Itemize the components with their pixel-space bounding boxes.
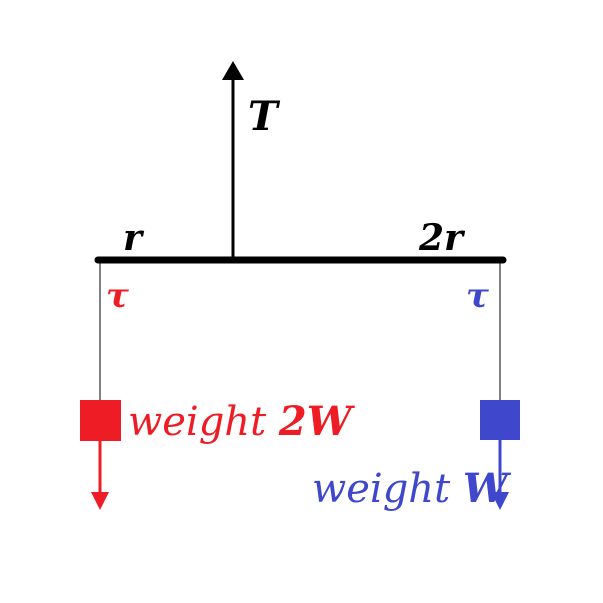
right-weight-block bbox=[480, 400, 520, 440]
left-weight-block bbox=[80, 400, 121, 441]
right-weight-label: weight W bbox=[312, 465, 512, 512]
left-weight-prefix: weight bbox=[128, 399, 279, 445]
tension-label: T bbox=[248, 93, 281, 140]
tau-left-label: τ bbox=[106, 276, 129, 316]
left-arm-label: r bbox=[123, 217, 145, 259]
left-weight-arrow-head bbox=[91, 492, 109, 510]
left-weight-label: weight 2W bbox=[128, 398, 356, 445]
right-weight-value: W bbox=[463, 465, 512, 512]
right-arm-label: 2r bbox=[418, 217, 466, 259]
tau-right-label: τ bbox=[466, 276, 489, 316]
right-weight-arrow-head bbox=[491, 492, 509, 510]
tension-arrow-head bbox=[222, 61, 244, 80]
left-weight-value: 2W bbox=[278, 398, 356, 445]
right-weight-prefix: weight bbox=[312, 466, 463, 512]
